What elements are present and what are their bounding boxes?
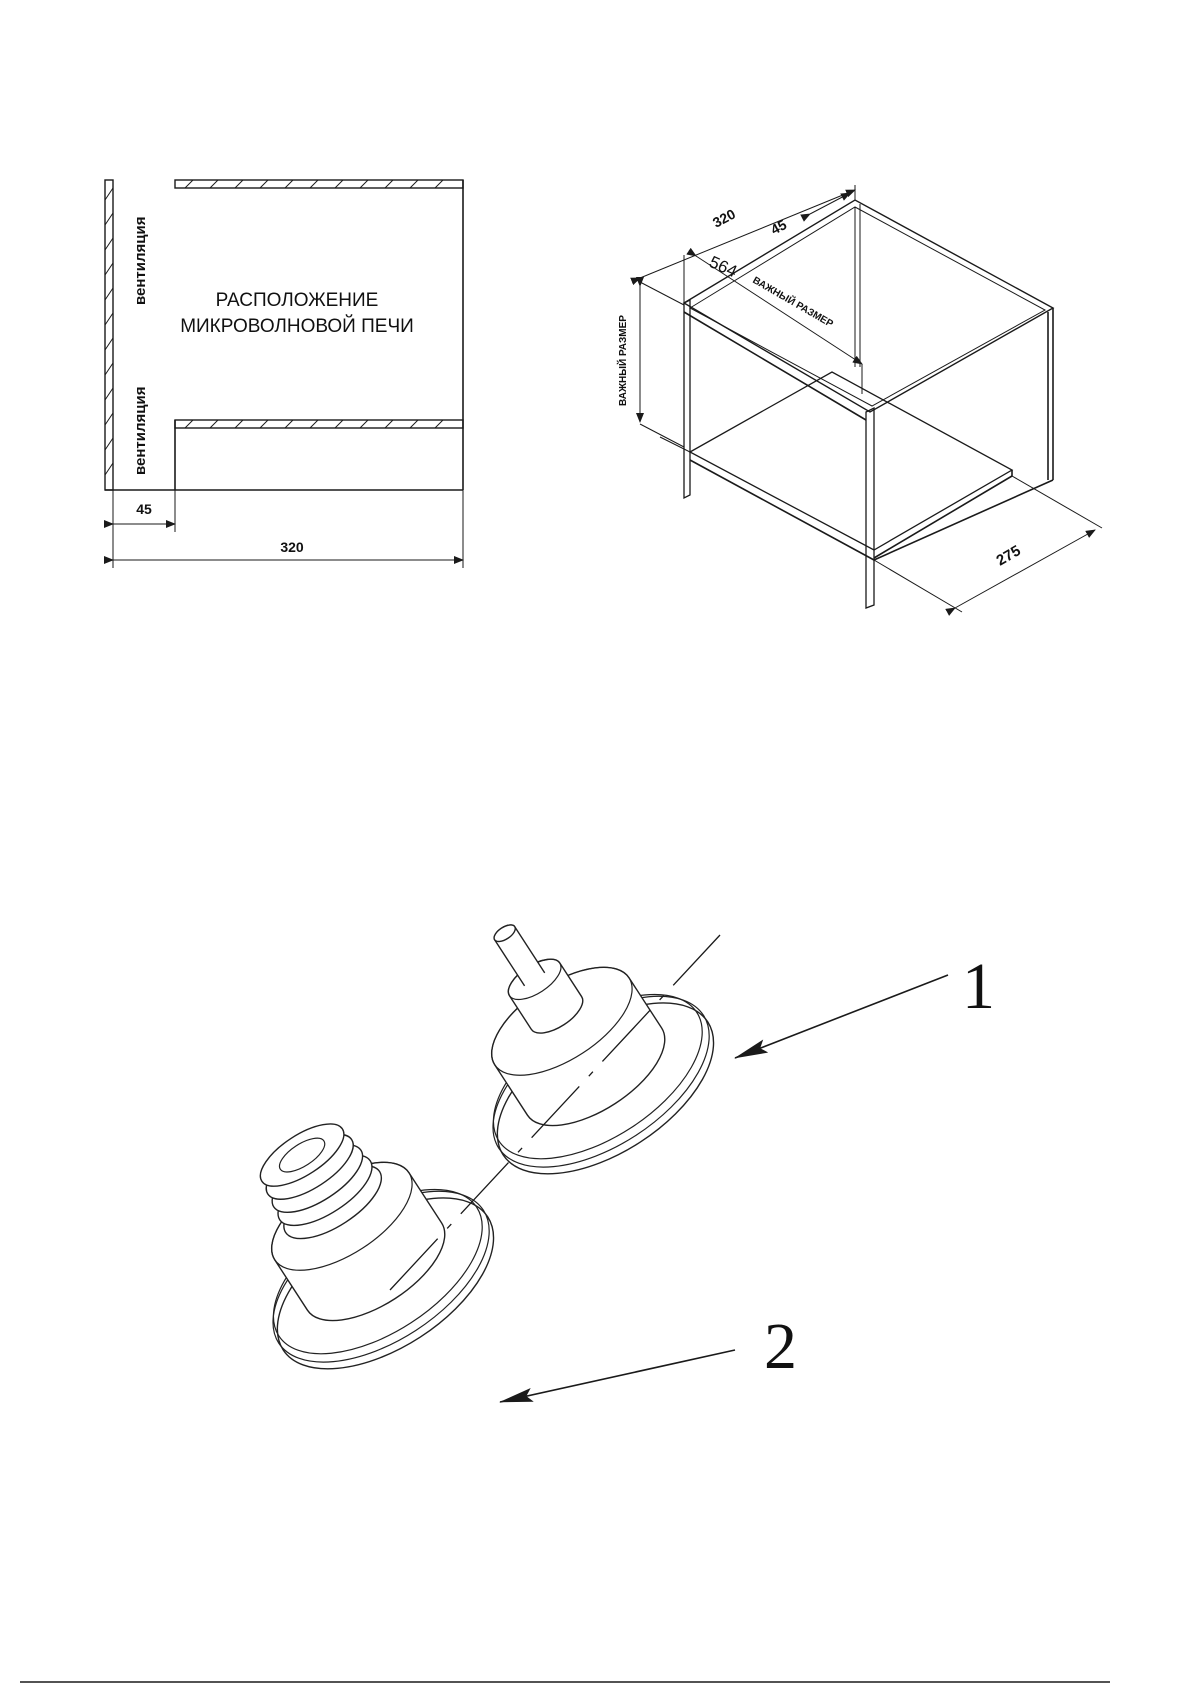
iso-dimension-45-line	[810, 193, 850, 214]
callout-2-arrow	[500, 1350, 735, 1402]
bottom-shelf	[690, 372, 1012, 550]
right-front-post	[866, 408, 874, 608]
iso-important-size-side: ВАЖНЫЙ РАЗМЕР	[616, 315, 629, 406]
iso-dimension-275-text: 275	[994, 542, 1024, 569]
iso-important-size-top: ВАЖНЫЙ РАЗМЕР	[751, 273, 837, 330]
plan-view: вентиляция вентиляция РАСПОЛОЖЕНИЕ МИКРО…	[105, 180, 463, 568]
iso-dimension-275-line	[955, 530, 1095, 608]
isometric-view: 320 45 564 ВАЖНЫЙ РАЗМЕР ВАЖНЫЙ РАЗМЕР 2…	[616, 185, 1102, 612]
iso-dimension-320-text: 320	[710, 205, 738, 230]
top-shelf-hatch	[185, 180, 443, 188]
vent-label-bottom: вентиляция	[132, 387, 149, 475]
dimension-320-text: 320	[280, 539, 304, 555]
callout-1-arrow	[735, 975, 948, 1058]
callout-2-label: 2	[764, 1310, 797, 1383]
left-wall-hatch	[105, 188, 113, 475]
foot-part-1	[399, 862, 743, 1209]
top-shelf	[175, 180, 463, 188]
iso-dimension-564-text: 564	[706, 252, 740, 281]
foot-part-2	[189, 1072, 523, 1404]
middle-shelf-hatch	[185, 420, 443, 428]
vent-label-top: вентиляция	[132, 217, 149, 305]
callout-1-label: 1	[962, 950, 995, 1023]
microwave-location-label-1: РАСПОЛОЖЕНИЕ	[216, 290, 379, 311]
microwave-location-label-2: МИКРОВОЛНОВОЙ ПЕЧИ	[180, 315, 414, 337]
middle-shelf	[175, 420, 463, 428]
top-panel	[684, 200, 1053, 412]
iso-dimension-45-text: 45	[768, 216, 789, 238]
dimension-45-text: 45	[136, 501, 152, 517]
